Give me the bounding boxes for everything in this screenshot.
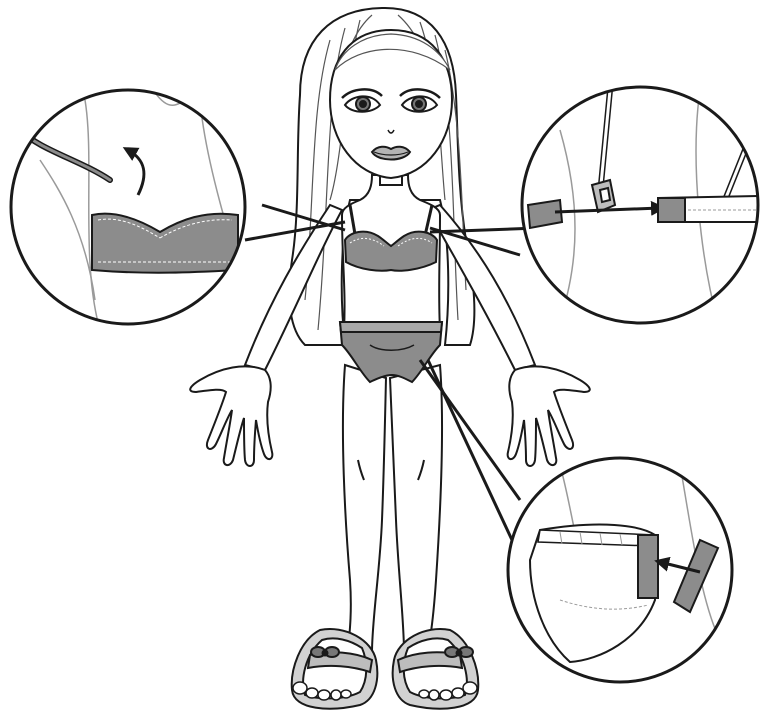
legs bbox=[343, 365, 442, 652]
inset-briefs-closure bbox=[508, 458, 732, 682]
left-sandal bbox=[292, 629, 378, 709]
right-hand bbox=[508, 366, 590, 466]
right-sandal bbox=[393, 629, 479, 709]
inset-bra-front bbox=[11, 85, 255, 330]
left-hand bbox=[190, 366, 272, 466]
inset-bra-back-clasp bbox=[522, 87, 760, 330]
